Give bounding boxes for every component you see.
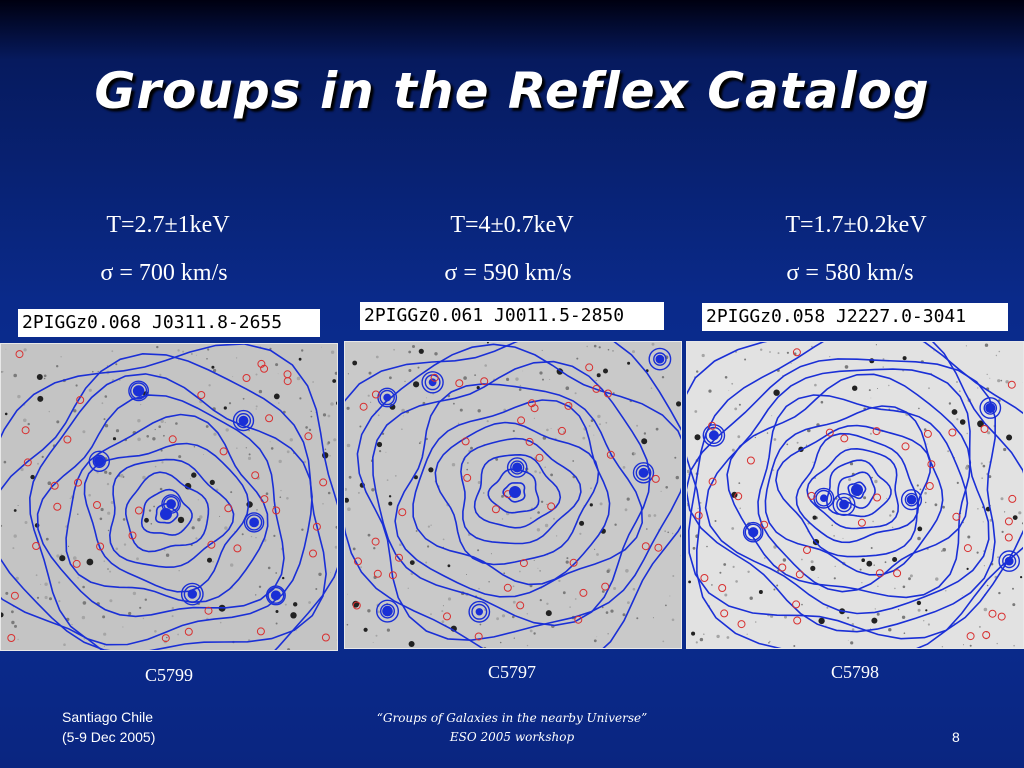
footer-workshop: “Groups of Galaxies in the nearby Univer… bbox=[312, 709, 712, 747]
page-number: 8 bbox=[952, 729, 960, 745]
cluster-name: C5797 bbox=[487, 662, 536, 682]
footer-dates: (5-9 Dec 2005) bbox=[62, 729, 156, 745]
catalog-label: 2PIGGz0.058 J2227.0-3041 bbox=[702, 303, 1008, 331]
catalog-label: 2PIGGz0.068 J0311.8-2655 bbox=[18, 309, 320, 337]
cluster-image-c5799 bbox=[0, 343, 338, 651]
cluster-name: C5798 bbox=[830, 662, 879, 682]
dispersion-label: σ = 700 km/s bbox=[100, 260, 228, 286]
cluster-image-c5798 bbox=[686, 341, 1024, 649]
temperature-label: T=4±0.7keV bbox=[450, 212, 574, 238]
dispersion-label: σ = 580 km/s bbox=[786, 260, 914, 286]
footer-location: Santiago Chile bbox=[62, 709, 154, 725]
cluster-name: C5799 bbox=[144, 665, 193, 685]
footer-workshop-title: “Groups of Galaxies in the nearby Univer… bbox=[376, 711, 648, 725]
slide-title: Groups in the Reflex Catalog bbox=[94, 62, 930, 120]
catalog-label: 2PIGGz0.061 J0011.5-2850 bbox=[360, 302, 664, 330]
footer-workshop-subtitle: ESO 2005 workshop bbox=[449, 730, 575, 744]
temperature-label: T=2.7±1keV bbox=[106, 212, 230, 238]
temperature-label: T=1.7±0.2keV bbox=[785, 212, 927, 238]
dispersion-label: σ = 590 km/s bbox=[444, 260, 572, 286]
cluster-image-c5797 bbox=[344, 341, 682, 649]
